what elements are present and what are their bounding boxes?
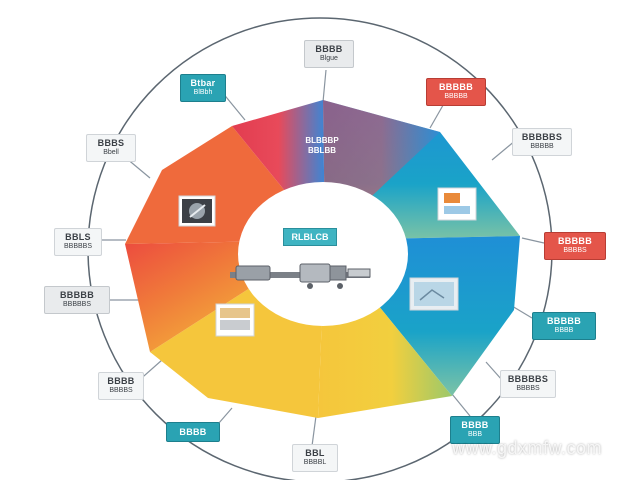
node-left-lower-title: BBBBB	[60, 290, 94, 300]
node-right-bottom-title: BBBBBS	[507, 374, 549, 384]
node-right-lower-title: BBBBB	[547, 316, 581, 326]
node-left-mid-title: BBLS	[65, 232, 91, 242]
node-bottom-right-sub: BBB	[467, 431, 482, 438]
node-top-right-title: BBBBB	[439, 82, 473, 92]
node-left-upper-sub: Bbell	[103, 149, 119, 156]
node-right-bottom-sub: BBBBS	[516, 385, 540, 392]
node-left-bottom-title: BBBB	[107, 376, 135, 386]
node-left-mid: BBLS BBBBBS	[54, 228, 102, 256]
node-bottom-right-title: BBBB	[461, 420, 489, 430]
node-left-upper-title: BBBS	[97, 138, 125, 148]
node-left-bottom: BBBB BBBBS	[98, 372, 144, 400]
thumbnail-upper-right	[437, 187, 477, 221]
thumbnail-lower-right	[409, 277, 459, 311]
device-illustration	[230, 263, 371, 289]
node-bottom-right: BBBB BBB	[450, 416, 500, 444]
node-right-lower: BBBBB BBBB	[532, 312, 596, 340]
node-bottom-sub: BBBBL	[303, 459, 327, 466]
node-top-right-sub: BBBBB	[444, 93, 468, 100]
node-right-upper-title: BBBBBS	[521, 132, 563, 142]
watermark: www.gdxmfw.com	[452, 438, 603, 458]
node-left-upper: BBBS Bbell	[86, 134, 136, 162]
inner-hole	[238, 182, 408, 326]
node-upper-left-sub: BlBbh	[193, 89, 213, 96]
node-bottom-left: BBBB	[166, 422, 220, 442]
node-bottom-left-title: BBBB	[179, 427, 207, 437]
thumbnail-upper-left	[178, 195, 216, 227]
node-right-lower-sub: BBBB	[554, 327, 574, 334]
node-bottom-title: BBL	[305, 448, 325, 458]
node-bottom: BBL BBBBL	[292, 444, 338, 472]
node-left-bottom-sub: BBBBS	[109, 387, 133, 394]
node-top-title: BBBB	[315, 44, 343, 54]
node-right-upper-sub: BBBBB	[530, 143, 554, 150]
node-right-sub: BBBBS	[563, 247, 587, 254]
node-right: BBBBB BBBBS	[544, 232, 606, 260]
node-upper-left-title: Btbar	[190, 78, 216, 88]
node-left-mid-sub: BBBBBS	[63, 243, 92, 250]
node-right-bottom: BBBBBS BBBBS	[500, 370, 556, 398]
node-right-upper: BBBBBS BBBBB	[512, 128, 572, 156]
node-top: BBBB Blgue	[304, 40, 354, 68]
node-top-right: BBBBB BBBBB	[426, 78, 486, 106]
thumbnail-lower-left	[215, 303, 255, 337]
ring-title: BLBBBP BBLBB	[282, 136, 362, 156]
ring-title-line2: BBLBB	[308, 146, 336, 155]
node-right-title: BBBBB	[558, 236, 592, 246]
node-left-lower: BBBBB BBBBBS	[44, 286, 110, 314]
node-left-lower-sub: BBBBBS	[62, 301, 91, 308]
node-top-sub: Blgue	[320, 55, 338, 62]
center-label: RLBLCB	[283, 228, 337, 246]
ring-title-line1: BLBBBP	[305, 136, 339, 145]
node-upper-left: Btbar BlBbh	[180, 74, 226, 102]
